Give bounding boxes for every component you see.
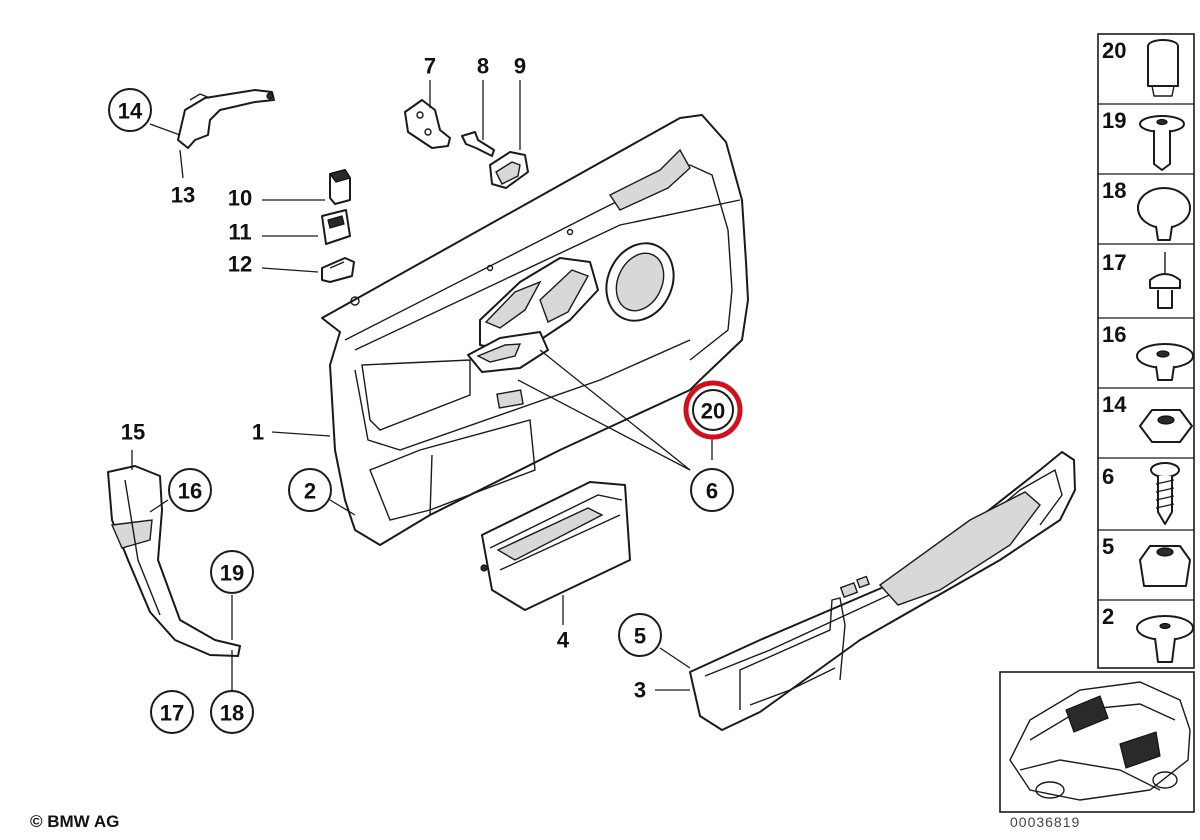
socket-drawing xyxy=(321,209,351,245)
svg-text:5: 5 xyxy=(634,624,646,649)
svg-text:18: 18 xyxy=(220,701,244,726)
fastener-icon-16 xyxy=(1136,343,1194,381)
fastener-label-6: 6 xyxy=(1102,464,1114,489)
fastener-label-5: 5 xyxy=(1102,534,1114,559)
fastener-icon-19 xyxy=(1139,115,1185,171)
callout-12: 12 xyxy=(228,252,252,277)
svg-text:6: 6 xyxy=(706,479,718,504)
fastener-label-17: 17 xyxy=(1102,250,1126,275)
callout-9: 9 xyxy=(514,54,526,79)
callout-2: 2 xyxy=(288,468,332,512)
storage-pocket-drawing xyxy=(480,481,631,611)
callout-5: 5 xyxy=(618,613,662,657)
callout-7: 7 xyxy=(424,54,436,79)
svg-text:20: 20 xyxy=(701,399,725,424)
screw-bolt-drawing xyxy=(461,131,495,157)
fastener-icon-2 xyxy=(1136,615,1194,663)
callout-19: 19 xyxy=(210,550,254,594)
button-cap-drawing xyxy=(328,169,351,205)
door-trim-panel-drawing xyxy=(321,114,749,546)
fastener-label-19: 19 xyxy=(1102,108,1126,133)
callout-6: 6 xyxy=(690,468,734,512)
holder-drawing xyxy=(321,257,355,283)
fastener-icon-5 xyxy=(1139,545,1191,587)
fastener-panel: 20 19 18 17 16 14 6 5 2 xyxy=(1097,33,1195,669)
lower-door-trim-drawing xyxy=(689,451,1076,731)
fastener-icon-17 xyxy=(1149,252,1181,309)
callout-15: 15 xyxy=(121,420,145,445)
svg-text:17: 17 xyxy=(160,701,184,726)
fastener-icon-14 xyxy=(1139,409,1193,443)
svg-text:19: 19 xyxy=(220,561,244,586)
callout-1: 1 xyxy=(252,420,264,445)
fastener-icon-20 xyxy=(1147,39,1179,97)
fastener-label-2: 2 xyxy=(1102,604,1114,629)
callout-4: 4 xyxy=(557,628,570,653)
document-number: 00036819 xyxy=(1010,814,1081,830)
car-location-thumbnail xyxy=(999,671,1195,813)
copyright-text: © BMW AG xyxy=(30,812,120,831)
callout-11: 11 xyxy=(228,220,251,245)
hinge-bracket-drawing xyxy=(404,99,451,149)
callout-16: 16 xyxy=(168,468,212,512)
svg-text:14: 14 xyxy=(118,99,143,124)
svg-text:16: 16 xyxy=(178,479,202,504)
bracket-drawing xyxy=(177,89,275,149)
leader-lines xyxy=(131,80,713,691)
svg-text:2: 2 xyxy=(304,479,316,504)
callout-17: 17 xyxy=(150,690,194,734)
clip-module-drawing xyxy=(489,151,529,189)
callout-18: 18 xyxy=(210,690,254,734)
callout-10: 10 xyxy=(228,186,252,211)
callout-13: 13 xyxy=(171,183,195,208)
callout-3: 3 xyxy=(634,678,646,703)
callout-20-highlighted[interactable]: 20 xyxy=(683,380,743,440)
fastener-label-14: 14 xyxy=(1102,392,1127,417)
fastener-icon-18 xyxy=(1137,187,1191,241)
side-trim-piece-drawing xyxy=(107,465,241,657)
callout-14: 14 xyxy=(108,88,152,132)
fastener-icon-6 xyxy=(1150,462,1180,525)
fastener-label-16: 16 xyxy=(1102,322,1126,347)
fastener-label-18: 18 xyxy=(1102,178,1126,203)
callout-8: 8 xyxy=(477,54,489,79)
fastener-label-20: 20 xyxy=(1102,38,1126,63)
